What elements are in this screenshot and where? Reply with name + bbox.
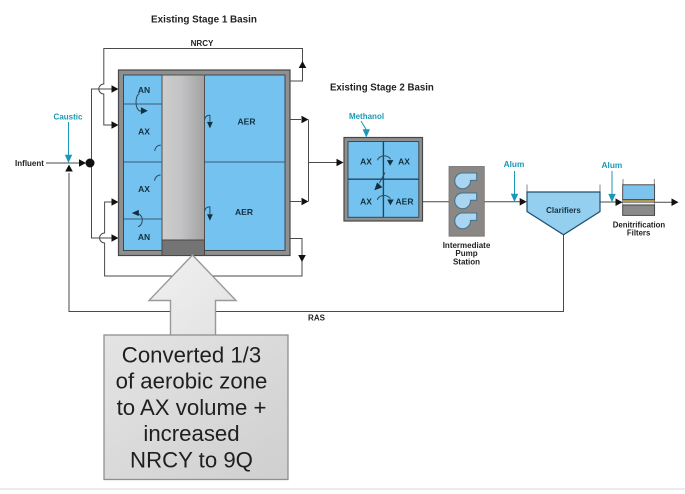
svg-text:AX: AX <box>138 127 150 137</box>
svg-text:AER: AER <box>235 207 253 217</box>
svg-text:Caustic: Caustic <box>54 112 83 121</box>
svg-text:Influent: Influent <box>15 159 44 168</box>
svg-text:NRCY: NRCY <box>191 39 214 48</box>
svg-text:AER: AER <box>238 117 256 127</box>
svg-text:Filters: Filters <box>627 229 651 238</box>
svg-text:RAS: RAS <box>308 313 326 322</box>
svg-text:AX: AX <box>360 196 372 206</box>
svg-text:AN: AN <box>138 85 150 95</box>
svg-text:Station: Station <box>453 257 480 266</box>
svg-text:of aerobic zone: of aerobic zone <box>116 369 268 394</box>
svg-text:Alum: Alum <box>602 160 623 170</box>
svg-text:to AX volume +: to AX volume + <box>117 395 267 420</box>
svg-text:Existing Stage 2 Basin: Existing Stage 2 Basin <box>330 82 434 93</box>
svg-text:Pump: Pump <box>455 249 477 258</box>
svg-text:AN: AN <box>138 232 150 242</box>
svg-text:NRCY to 9Q: NRCY to 9Q <box>130 447 253 472</box>
svg-text:Methanol: Methanol <box>349 112 384 121</box>
svg-text:Clarifiers: Clarifiers <box>546 206 581 215</box>
svg-text:AX: AX <box>138 184 150 194</box>
svg-text:Intermediate: Intermediate <box>443 241 491 250</box>
svg-text:AER: AER <box>396 196 414 206</box>
svg-text:AX: AX <box>360 157 372 167</box>
svg-text:Alum: Alum <box>504 159 525 169</box>
svg-text:Converted 1/3: Converted 1/3 <box>122 342 261 367</box>
svg-text:Denitrification: Denitrification <box>613 220 666 229</box>
svg-text:increased: increased <box>143 421 239 446</box>
svg-text:AX: AX <box>398 157 410 167</box>
svg-text:Existing Stage 1 Basin: Existing Stage 1 Basin <box>151 15 257 26</box>
